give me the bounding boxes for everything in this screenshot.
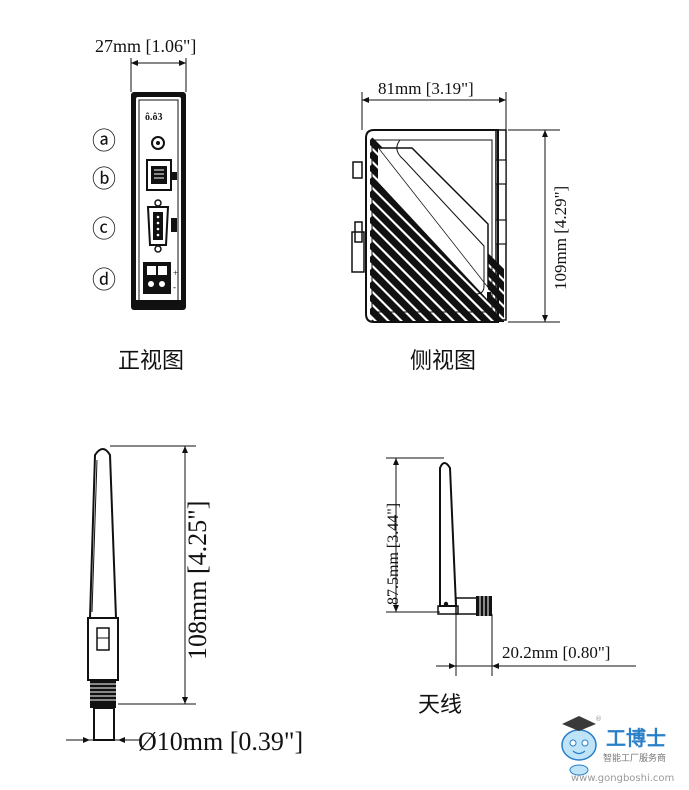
side-stripe: [370, 189, 504, 322]
side-width-label: 81mm [3.19"]: [378, 79, 474, 98]
svg-text:+: +: [173, 268, 178, 278]
side-stripe: [370, 228, 504, 322]
callout-d: ⓓ: [92, 267, 116, 294]
side-height-label: 109mm [4.29"]: [551, 186, 570, 290]
watermark: 工博士 ® 智能工厂服务商 www.gongboshi.com: [561, 715, 674, 784]
side-stripe: [370, 254, 504, 322]
side-width-dimension: 81mm [3.19"]: [361, 79, 507, 130]
antenna-caption: 天线: [418, 693, 462, 718]
rj45-port: [146, 159, 177, 191]
antenna-bent-offset-label: 20.2mm [0.80"]: [502, 643, 610, 662]
antenna-straight: 108mm [4.25"] Ø10mm [0.39"]: [66, 445, 303, 756]
side-stripe: [370, 202, 504, 322]
sim-slot: [151, 136, 165, 150]
power-terminal: + -: [143, 262, 178, 294]
side-stripe: [370, 306, 504, 322]
side-stripe: [370, 280, 504, 322]
front-body: ô.ô3: [131, 92, 186, 310]
front-width-dimension: 27mm [1.06"]: [95, 36, 196, 92]
antenna-straight-diameter-label: Ø10mm [0.39"]: [138, 727, 303, 756]
db9-port: [146, 199, 177, 253]
callout-a: ⓐ: [92, 128, 116, 155]
watermark-url: www.gongboshi.com: [571, 773, 674, 784]
antenna-knurl: [90, 683, 116, 701]
antenna-bent: 87.5mm [3.44"] 20.2mm [0.80"] 天线: [385, 457, 636, 718]
front-view-caption: 正视图: [118, 349, 184, 374]
front-width-label: 27mm [1.06"]: [95, 36, 196, 56]
front-led-label: ô.ô3: [145, 112, 163, 123]
front-callouts: ⓐ ⓑ ⓒ ⓓ: [92, 128, 116, 294]
watermark-registered: ®: [595, 715, 602, 723]
mascot-icon: [561, 716, 597, 776]
side-stripe: [370, 241, 504, 322]
side-view: 81mm [3.19"] 109mm [4.29"] 侧视图: [351, 79, 570, 374]
side-stripes: [370, 137, 504, 322]
side-stripe: [370, 267, 504, 322]
antenna-bent-height-label: 87.5mm [3.44"]: [385, 503, 402, 605]
side-height-dimension: 109mm [4.29"]: [508, 129, 570, 323]
side-view-caption: 侧视图: [410, 349, 476, 374]
watermark-tagline: 智能工厂服务商: [603, 752, 666, 764]
watermark-brand: 工博士: [606, 726, 666, 750]
svg-text:-: -: [173, 282, 176, 292]
antenna-straight-height-label: 108mm [4.25"]: [183, 501, 212, 660]
side-stripe: [370, 215, 504, 322]
callout-b: ⓑ: [92, 166, 116, 193]
callout-c: ⓒ: [92, 216, 116, 243]
front-view: 27mm [1.06"] ô.ô3: [92, 36, 196, 374]
